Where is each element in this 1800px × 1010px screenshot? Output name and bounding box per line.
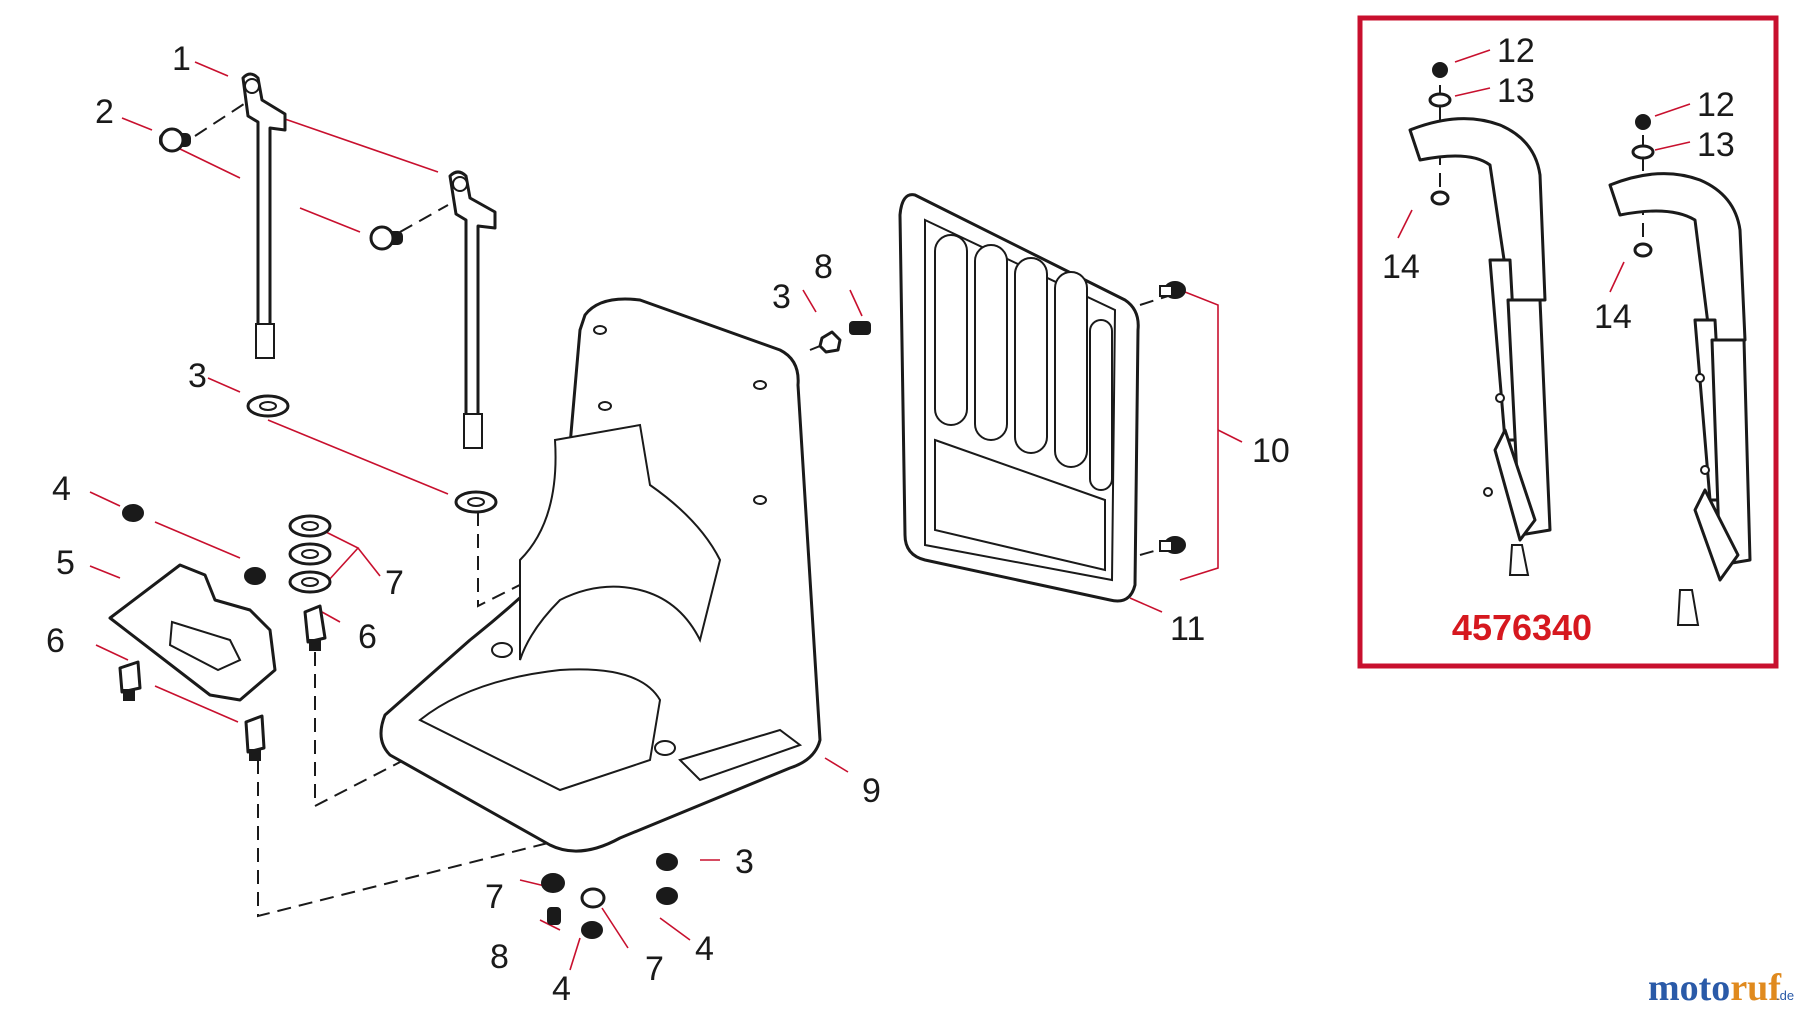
callout-11: 11: [1170, 610, 1205, 648]
washer-rod-right: [454, 490, 498, 514]
carrier-frame: [379, 297, 822, 853]
callout-7: 7: [385, 564, 404, 602]
callout-7: 7: [645, 950, 664, 988]
callout-2: 2: [95, 93, 114, 131]
damper-upper: [303, 604, 327, 651]
callout-10: 10: [1252, 432, 1290, 470]
watermark-suffix: .de: [1776, 988, 1794, 1003]
mounting-rod-left: [241, 72, 287, 359]
lower-nut-4a: [656, 887, 678, 905]
kit-bolt-14-left: [1430, 190, 1450, 206]
callout-labels: 1 2 3 4 5 6 7 6 3 8 10 11 9 3 7 4 8 7 4 …: [46, 32, 1735, 1008]
callout-6: 6: [46, 622, 65, 660]
callout-8: 8: [490, 938, 509, 976]
callout-13: 13: [1497, 72, 1535, 110]
svg-text:motoruf: motoruf: [1648, 967, 1782, 1009]
kit-bolt-14-right: [1633, 242, 1653, 258]
callout-3: 3: [188, 357, 207, 395]
nut-plate: [244, 567, 266, 585]
watermark-logo: motoruf .de: [1648, 967, 1794, 1009]
lower-ring-7a: [541, 873, 565, 893]
callout-13: 13: [1697, 126, 1735, 164]
kit-frame: [1357, 15, 1779, 669]
screw-left: [159, 127, 191, 153]
lower-nut-4b: [581, 921, 603, 939]
nut-frame-top: [818, 330, 842, 354]
bolt-frame-top: [849, 321, 871, 335]
mounting-rod-right: [448, 170, 497, 449]
nut-top: [122, 504, 144, 522]
callout-4: 4: [52, 470, 71, 508]
callout-3: 3: [735, 843, 754, 881]
shoulder-strap-right: [1608, 172, 1752, 626]
callout-14: 14: [1594, 298, 1632, 336]
callout-4: 4: [695, 930, 714, 968]
callout-7: 7: [485, 878, 504, 916]
leader-lines: [89, 49, 1691, 971]
shoulder-strap-left: [1408, 117, 1552, 576]
callout-9: 9: [862, 772, 881, 810]
callout-14: 14: [1382, 248, 1420, 286]
lower-nut-3: [656, 853, 678, 871]
base-plate: [108, 563, 277, 702]
callout-1: 1: [172, 40, 191, 78]
watermark-brand-b: ruf: [1730, 967, 1782, 1009]
callout-5: 5: [56, 544, 75, 582]
damper-left: [118, 660, 142, 701]
kit-nut-12-left: [1432, 62, 1448, 78]
pad-screw-bottom: [1159, 536, 1186, 554]
callout-4: 4: [552, 970, 571, 1008]
damper-lower: [244, 714, 266, 761]
callout-3: 3: [772, 278, 791, 316]
kit-nut-12-right: [1635, 114, 1651, 130]
screw-right: [369, 225, 403, 251]
watermark-brand-a: moto: [1648, 967, 1730, 1009]
lower-ring-7b: [580, 887, 606, 909]
callout-12: 12: [1497, 32, 1535, 70]
kit-part-number: 4576340: [1452, 607, 1592, 648]
callout-12: 12: [1697, 86, 1735, 124]
harness-kit-box: 4576340: [1357, 15, 1779, 669]
lower-bolt-8: [547, 907, 561, 925]
kit-washer-13-left: [1428, 92, 1452, 108]
callout-6: 6: [358, 618, 377, 656]
callout-8: 8: [814, 248, 833, 286]
rubber-rings: [288, 514, 332, 594]
pad-screw-top: [1159, 281, 1186, 299]
back-pad: [898, 193, 1140, 603]
washer-rod-left: [246, 394, 290, 418]
kit-washer-13-right: [1631, 144, 1655, 160]
